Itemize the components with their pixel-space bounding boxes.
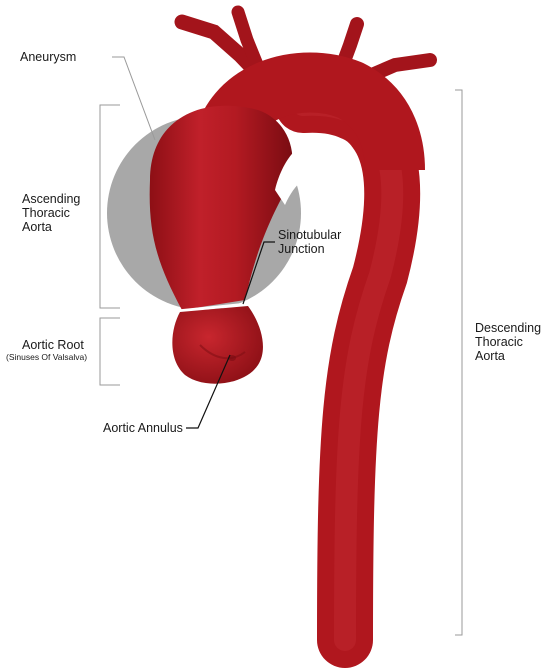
label-aortic-root-title: Aortic Root: [22, 338, 84, 352]
label-aortic-root-subtitle: (Sinuses Of Valsalva): [6, 352, 88, 362]
label-ascending-thoracic-aorta: Ascending Thoracic Aorta: [22, 192, 80, 234]
carotid-branch: [231, 5, 267, 79]
label-descending-line-3: Aorta: [475, 349, 505, 363]
label-descending-line-2: Thoracic: [475, 335, 523, 349]
bracket-descending: [455, 89, 463, 636]
label-sinotubular-junction: Sinotubular Junction: [278, 228, 341, 256]
bracket-ascending: [99, 104, 120, 309]
label-ascending-line-1: Ascending: [22, 192, 81, 206]
label-sinotubular-line-2: Junction: [278, 242, 325, 256]
label-ascending-line-2: Thoracic: [22, 206, 70, 220]
label-aortic-root: Aortic Root (Sinuses Of Valsalva): [6, 338, 87, 363]
label-ascending-line-3: Aorta: [22, 220, 52, 234]
label-descending-thoracic-aorta: Descending Thoracic Aorta: [475, 321, 541, 363]
leader-annulus: [186, 354, 231, 429]
aorta-body: [149, 5, 437, 668]
bracket-root: [99, 317, 120, 386]
label-aneurysm: Aneurysm: [20, 50, 77, 64]
leader-aneurysm: [112, 56, 156, 141]
label-descending-line-1: Descending: [475, 321, 542, 335]
leader-sinotubular: [242, 241, 275, 305]
aortic-root: [172, 306, 263, 384]
label-aortic-annulus: Aortic Annulus: [103, 421, 183, 435]
sinotubular-band: [177, 302, 249, 313]
arch-inner-shadow: [275, 136, 357, 205]
label-sinotubular-line-1: Sinotubular: [278, 228, 342, 242]
ascending-aorta: [149, 105, 293, 310]
